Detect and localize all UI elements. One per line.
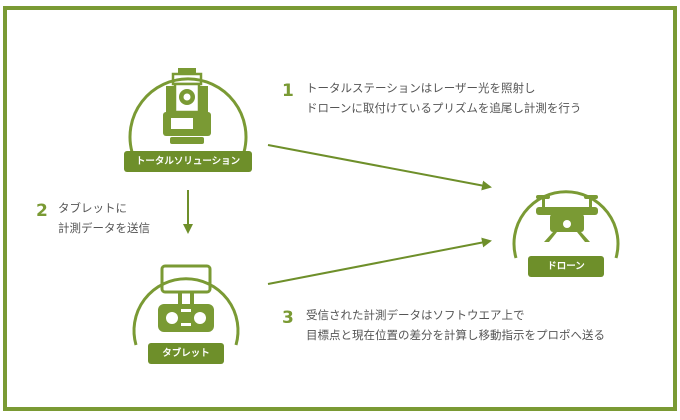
outer-frame [3, 6, 677, 411]
total-station-circle [128, 77, 248, 153]
tablet-label: タブレット [148, 343, 224, 364]
total-station-label: トータルソリューション [124, 151, 252, 172]
step-2-line-2: 計測データを送信 [58, 221, 150, 235]
arrow-total-station-to-drone [267, 144, 492, 191]
step-2-number: 2 [36, 201, 48, 221]
tablet-circle [132, 277, 240, 346]
total-station-icon [163, 68, 211, 144]
step-1-line-1: トータルステーションはレーザー光を照射し [306, 81, 536, 95]
tablet-icon [158, 264, 214, 332]
arrow-tablet-to-drone [267, 237, 492, 285]
step-3-number: 3 [282, 308, 294, 328]
drone-icon [536, 195, 598, 242]
step-3-line-1: 受信された計測データはソフトウエア上で [306, 308, 525, 322]
drone-label: ドローン [528, 256, 604, 277]
drone-circle [512, 190, 620, 259]
step-2-line-1: タブレットに [58, 201, 127, 215]
step-1-number: 1 [282, 81, 294, 101]
step-3-line-2: 目標点と現在位置の差分を計算し移動指示をプロポへ送る [306, 328, 605, 342]
step-1-line-2: ドローンに取付けているプリズムを追尾し計測を行う [306, 101, 582, 115]
